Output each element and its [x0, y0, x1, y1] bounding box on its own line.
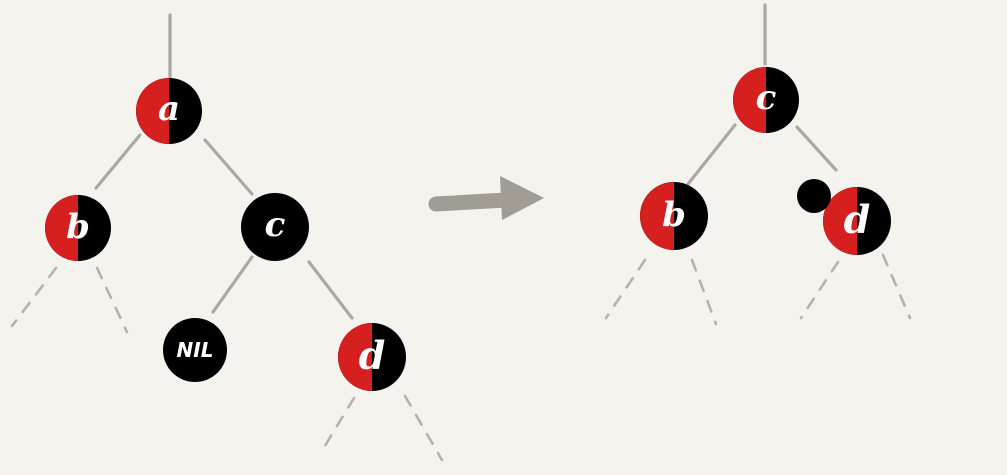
node-b-label: b	[66, 207, 90, 247]
subtree-d-left	[799, 260, 840, 320]
edge-c-to-b	[686, 123, 737, 186]
node-b-label: b	[662, 195, 686, 235]
node-d-red-half	[338, 323, 372, 391]
node-b-red-half	[45, 195, 78, 261]
node-a-label: a	[158, 89, 180, 129]
subtree-d-left	[318, 396, 356, 456]
node-nil-label: NIL	[177, 338, 214, 362]
edge-c-to-d	[795, 125, 838, 172]
arrow-head	[500, 176, 544, 220]
node-b: b	[45, 195, 111, 261]
subtree-b-left	[10, 266, 58, 328]
extra-black-marker	[797, 179, 831, 213]
node-d: d	[338, 323, 406, 391]
subtree-b-left	[604, 258, 647, 320]
node-c: c	[733, 67, 799, 133]
node-c-label: c	[265, 205, 286, 245]
node-nil: NIL	[163, 318, 227, 382]
node-c-label: c	[756, 78, 777, 118]
edge-c-to-nil	[211, 255, 254, 314]
node-c-red-half	[733, 67, 766, 133]
node-d-red-half	[823, 187, 857, 255]
node-d: d	[823, 187, 891, 255]
edge-c-to-d	[307, 260, 354, 320]
node-b-red-half	[640, 182, 674, 250]
node-nil-circle	[163, 318, 227, 382]
node-a: a	[136, 78, 202, 144]
subtree-d-right	[881, 253, 912, 320]
arrow-shaft	[428, 192, 514, 212]
subtree-b-right	[690, 258, 718, 326]
after-tree: c b d	[604, 3, 912, 326]
before-tree: a b c NIL d	[10, 13, 444, 462]
right-arrow-icon	[428, 176, 544, 220]
subtree-b-right	[95, 266, 129, 334]
node-d-label: d	[359, 333, 386, 378]
node-c: c	[241, 193, 309, 261]
subtree-d-right	[403, 394, 444, 462]
node-b: b	[640, 182, 708, 250]
node-c-circle	[241, 193, 309, 261]
node-a-red-half	[136, 78, 169, 144]
edge-a-to-c	[203, 138, 254, 196]
edge-a-to-b	[94, 133, 142, 190]
node-d-label: d	[844, 197, 871, 242]
